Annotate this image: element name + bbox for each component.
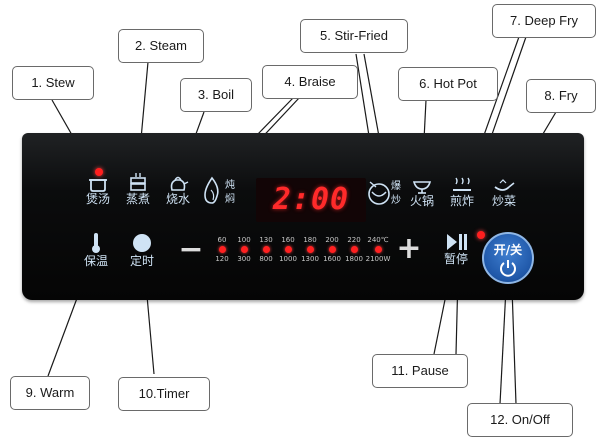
warm-label: 保温 [83, 254, 108, 268]
level-4-temp: 160 [281, 236, 295, 244]
pause-button[interactable]: 暂停 [438, 232, 474, 266]
level-4-led [284, 246, 292, 253]
fry-pan-icon [494, 179, 515, 191]
steam-label: 蒸煮 [125, 192, 150, 206]
leader-onoff-b [511, 287, 517, 405]
callout-stew: 1. Stew [12, 66, 94, 100]
level-7-power: 1800 [345, 255, 363, 263]
level-1-led [218, 246, 226, 253]
fry-button[interactable]: 炒菜 [486, 174, 522, 208]
level-8-temp: 240℃ [367, 236, 389, 244]
level-6-power: 1600 [323, 255, 341, 263]
play-pause-icon [447, 234, 467, 250]
level-2: 100 300 [232, 236, 256, 263]
level-2-led [240, 246, 248, 253]
power-icon [500, 260, 516, 277]
callout-braise: 4. Braise [262, 65, 358, 99]
level-8-led [374, 246, 382, 253]
deep-fry-button[interactable]: 煎炸 [444, 174, 480, 208]
level-7-temp: 220 [347, 236, 361, 244]
kettle-icon [170, 176, 189, 191]
level-6-led [328, 246, 336, 253]
display-readout: 2:00 [272, 182, 350, 217]
callout-hot-pot: 6. Hot Pot [398, 67, 498, 101]
level-7-led [350, 246, 358, 253]
callout-steam: 2. Steam [118, 29, 204, 63]
level-7: 220 1800 [342, 236, 366, 263]
timer-dot-icon [133, 234, 151, 252]
callout-pause: 11. Pause [372, 354, 468, 388]
boil-label: 烧水 [165, 192, 190, 206]
braise-button[interactable]: 炖 焖 [200, 176, 246, 216]
minus-button[interactable]: − [178, 232, 204, 267]
level-1-power: 120 [215, 255, 229, 263]
stir-fried-button[interactable]: 爆 炒 [366, 178, 410, 218]
timer-label: 定时 [129, 254, 154, 268]
power-label: 开/关 [493, 243, 523, 257]
level-8: 240℃ 2100W [364, 236, 392, 263]
level-3: 130 800 [254, 236, 278, 263]
callout-fry: 8. Fry [526, 79, 596, 113]
thermometer-icon [92, 233, 100, 253]
flame-icon [204, 176, 219, 204]
leader-onoff-a [499, 287, 507, 405]
callout-timer: 10.Timer [118, 377, 210, 411]
level-3-led [262, 246, 270, 253]
level-5: 180 1300 [298, 236, 322, 263]
callout-stir-fried: 5. Stir-Fried [300, 19, 408, 53]
level-5-temp: 180 [303, 236, 317, 244]
level-6-temp: 200 [325, 236, 339, 244]
timer-button[interactable]: 定时 [124, 232, 160, 268]
deep-fry-icon [453, 177, 471, 191]
level-4: 160 1000 [276, 236, 300, 263]
stew-indicator-led [95, 168, 103, 176]
hot-pot-label: 火锅 [409, 194, 434, 208]
level-2-power: 300 [237, 255, 251, 263]
level-6: 200 1600 [320, 236, 344, 263]
stew-label: 煲汤 [85, 192, 110, 206]
stew-button[interactable]: 煲汤 [80, 172, 116, 206]
level-4-power: 1000 [279, 255, 297, 263]
stir-fried-label-bottom: 炒 [391, 195, 401, 206]
level-1: 60 120 [210, 236, 234, 263]
level-3-power: 800 [259, 255, 273, 263]
boil-button[interactable]: 烧水 [160, 172, 196, 206]
level-5-led [306, 246, 314, 253]
deep-fry-label: 煎炸 [449, 194, 474, 208]
pot-icon [89, 179, 107, 192]
wok-icon [368, 181, 390, 205]
level-2-temp: 100 [237, 236, 251, 244]
level-5-power: 1300 [301, 255, 319, 263]
stir-fried-label-top: 爆 [391, 181, 401, 192]
braise-label-bottom: 焖 [225, 194, 235, 205]
callout-on-off: 12. On/Off [467, 403, 573, 437]
fry-label: 炒菜 [491, 194, 516, 208]
led-display: 2:00 [256, 178, 366, 222]
braise-label-top: 炖 [225, 180, 235, 191]
warm-button[interactable]: 保温 [78, 232, 114, 268]
hot-pot-button[interactable]: 火锅 [404, 174, 440, 208]
callout-warm: 9. Warm [10, 376, 90, 410]
pause-label: 暂停 [443, 252, 468, 266]
level-3-temp: 130 [259, 236, 273, 244]
level-8-power: 2100W [365, 255, 391, 263]
plus-button[interactable]: + [396, 231, 422, 266]
callout-deep-fry: 7. Deep Fry [492, 4, 596, 38]
steam-button[interactable]: 蒸煮 [120, 172, 156, 206]
pause-indicator-led [477, 231, 485, 239]
steamer-icon [130, 173, 146, 191]
power-button[interactable]: 开/关 [482, 232, 534, 284]
hotpot-icon [412, 181, 432, 194]
callout-boil: 3. Boil [180, 78, 252, 112]
level-1-temp: 60 [217, 236, 227, 244]
